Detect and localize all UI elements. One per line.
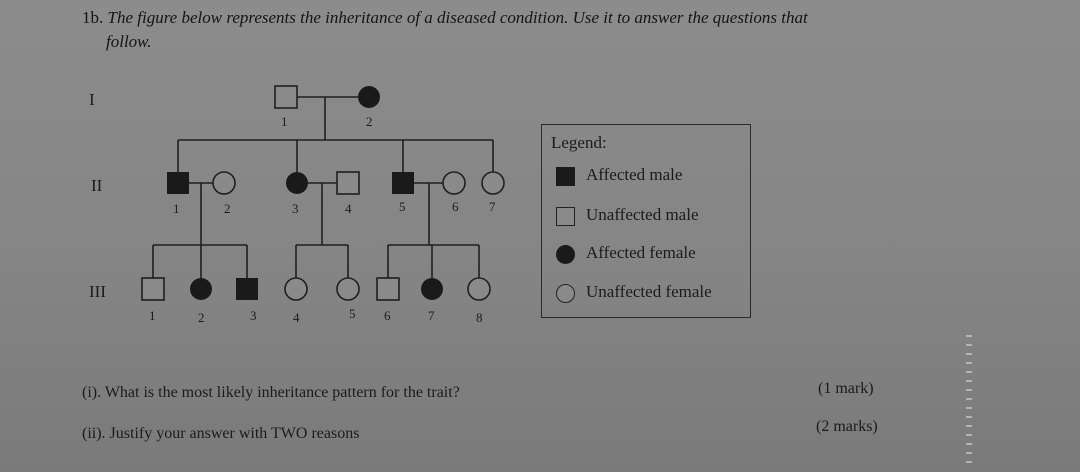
- gen2-unaffected-female-6: [442, 171, 466, 195]
- gen2-label-4: 4: [345, 201, 352, 216]
- subquestion-ii: (ii). Justify your answer with TWO reaso…: [82, 425, 360, 442]
- gen2-unaffected-male-4: [336, 171, 360, 195]
- gen3-label-2: 2: [198, 310, 205, 325]
- legend-title: Legend:: [551, 133, 607, 152]
- open-circle-icon: [556, 284, 575, 303]
- gen2-unaffected-female-7: [481, 171, 505, 195]
- paper-edge-marks: [966, 335, 972, 470]
- gen1-affected-female: [358, 86, 380, 108]
- gen2-label-1: 1: [173, 201, 180, 216]
- gen1-unaffected-male: [274, 85, 298, 109]
- gen3-label-6: 6: [384, 308, 391, 323]
- gen2-label-6: 6: [452, 199, 459, 214]
- gen2-affected-male-1: [167, 172, 189, 194]
- gen3-label-7: 7: [428, 308, 435, 323]
- gen1-label-1: 1: [281, 114, 288, 129]
- filled-circle-icon: [556, 245, 575, 264]
- subquestion-i: (i). What is the most likely inheritance…: [82, 384, 460, 401]
- gen2-label-3: 3: [292, 201, 299, 216]
- open-square-icon: [556, 207, 575, 226]
- legend-label: Unaffected male: [586, 205, 699, 224]
- gen3-label-4: 4: [293, 310, 300, 325]
- question-heading: 1b. The figure below represents the inhe…: [82, 6, 962, 54]
- gen2-label-7: 7: [489, 199, 496, 214]
- gen2-label-2: 2: [224, 201, 231, 216]
- gen2-affected-male-5: [392, 172, 414, 194]
- gen2-unaffected-female-2: [212, 171, 236, 195]
- gen3-unaffected-female-4: [284, 277, 308, 301]
- gen3-affected-female-7: [421, 278, 443, 300]
- legend-label: Affected male: [586, 165, 683, 184]
- gen2-label-5: 5: [399, 199, 406, 214]
- gen2-affected-female-3: [286, 172, 308, 194]
- question-text: The figure below represents the inherita…: [107, 8, 808, 27]
- gen3-unaffected-male-1: [141, 277, 165, 301]
- generation-label-i: I: [89, 90, 95, 109]
- filled-square-icon: [556, 167, 575, 186]
- generation-label-ii: II: [91, 176, 103, 195]
- gen3-affected-male-3: [236, 278, 258, 300]
- gen3-label-3: 3: [250, 308, 257, 323]
- subquestion-i-marks: (1 mark): [818, 380, 874, 397]
- question-text-continued: follow.: [106, 32, 152, 51]
- pedigree-legend: Legend: Affected male Unaffected male Af…: [541, 124, 751, 318]
- gen3-unaffected-male-6: [376, 277, 400, 301]
- legend-label: Affected female: [586, 243, 696, 262]
- gen1-label-2: 2: [366, 114, 373, 129]
- gen3-label-8: 8: [476, 310, 483, 325]
- gen3-affected-female-2: [190, 278, 212, 300]
- gen3-unaffected-female-8: [467, 277, 491, 301]
- gen3-label-5: 5: [349, 306, 356, 321]
- gen3-label-1: 1: [149, 308, 156, 323]
- generation-label-iii: III: [89, 282, 106, 301]
- question-number: 1b.: [82, 8, 104, 27]
- gen3-unaffected-female-5: [336, 277, 360, 301]
- subquestion-ii-marks: (2 marks): [816, 418, 878, 435]
- legend-label: Unaffected female: [586, 282, 712, 301]
